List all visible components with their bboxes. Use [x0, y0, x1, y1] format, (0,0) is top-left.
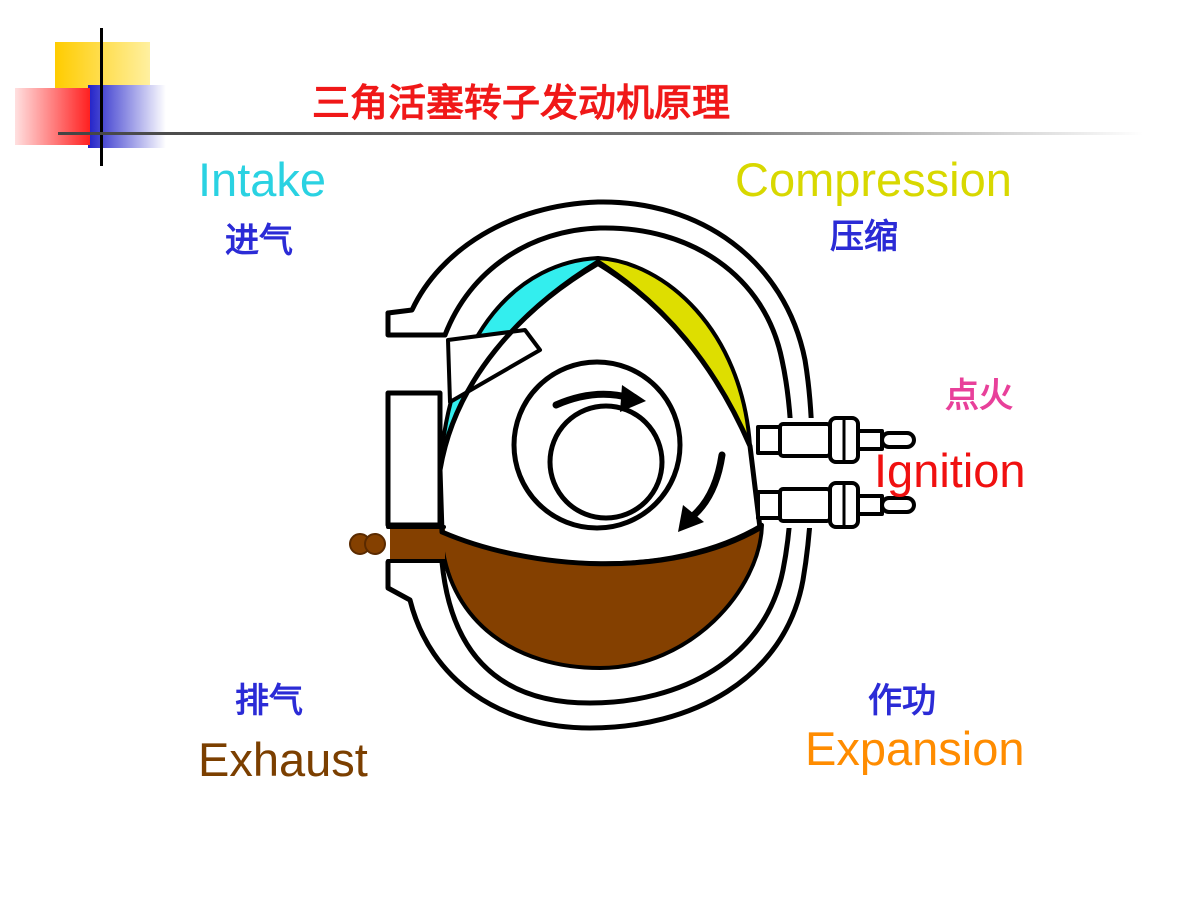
stage-label-intake: Intake 进气 — [198, 153, 326, 261]
corner-blue-square — [88, 85, 166, 148]
stage-label-ignition: 点火 Ignition — [874, 376, 1026, 497]
intake-label-zh: 进气 — [225, 221, 293, 261]
expansion-label-zh: 作功 — [868, 681, 936, 721]
stage-label-compression: Compression 压缩 — [735, 153, 1012, 257]
rotary-engine-diagram — [349, 199, 916, 731]
arrow-right-shaft — [690, 451, 726, 519]
arrow-right-head — [678, 505, 704, 532]
compression-label-zh: 压缩 — [830, 217, 898, 257]
intake-label-en: Intake — [198, 153, 326, 206]
plug-lower-tip — [880, 496, 916, 514]
compression-label-en: Compression — [735, 153, 1012, 206]
exhaust-channel-walls — [386, 525, 446, 563]
rotor-internal-gear — [511, 359, 683, 531]
intake-passage-divider — [446, 328, 542, 404]
exhaust-channel — [390, 528, 445, 559]
plug-lower-base — [756, 490, 782, 520]
plug-upper-tip — [880, 431, 916, 449]
plug-lower-neck — [856, 494, 884, 516]
corner-decoration — [15, 28, 166, 166]
rotation-arrow-top — [552, 385, 646, 412]
stage-label-expansion: 作功 Expansion — [805, 681, 1025, 775]
spark-plug-lower — [756, 481, 916, 529]
eccentric-shaft — [547, 403, 665, 521]
arrow-top-shaft — [552, 390, 634, 409]
title-underline-rule — [58, 132, 1143, 135]
stage-label-exhaust: 排气 Exhaust — [198, 681, 368, 786]
corner-red-square — [15, 88, 90, 145]
exhaust-puff-right — [364, 533, 386, 555]
corner-vertical-rule — [100, 28, 103, 166]
exhaust-label-en: Exhaust — [198, 733, 368, 786]
exhaust-label-zh: 排气 — [235, 681, 303, 721]
expansion-label-en: Expansion — [805, 722, 1025, 775]
plug-upper-base — [756, 425, 782, 455]
exhaust-port-box — [385, 390, 443, 528]
arrow-top-head — [620, 385, 646, 412]
page-title: 三角活塞转子发动机原理 — [312, 81, 730, 125]
triangular-rotor — [437, 259, 763, 567]
exhaust-gas-puff — [349, 533, 386, 555]
plug-upper-body — [778, 422, 832, 458]
ignition-label-zh: 点火 — [945, 376, 1013, 416]
rotation-arrow-right — [678, 451, 726, 532]
spark-plug-upper — [756, 416, 916, 464]
intake-port — [385, 310, 448, 338]
ignition-label-en: Ignition — [874, 444, 1026, 497]
plug-lower-body — [778, 487, 832, 523]
